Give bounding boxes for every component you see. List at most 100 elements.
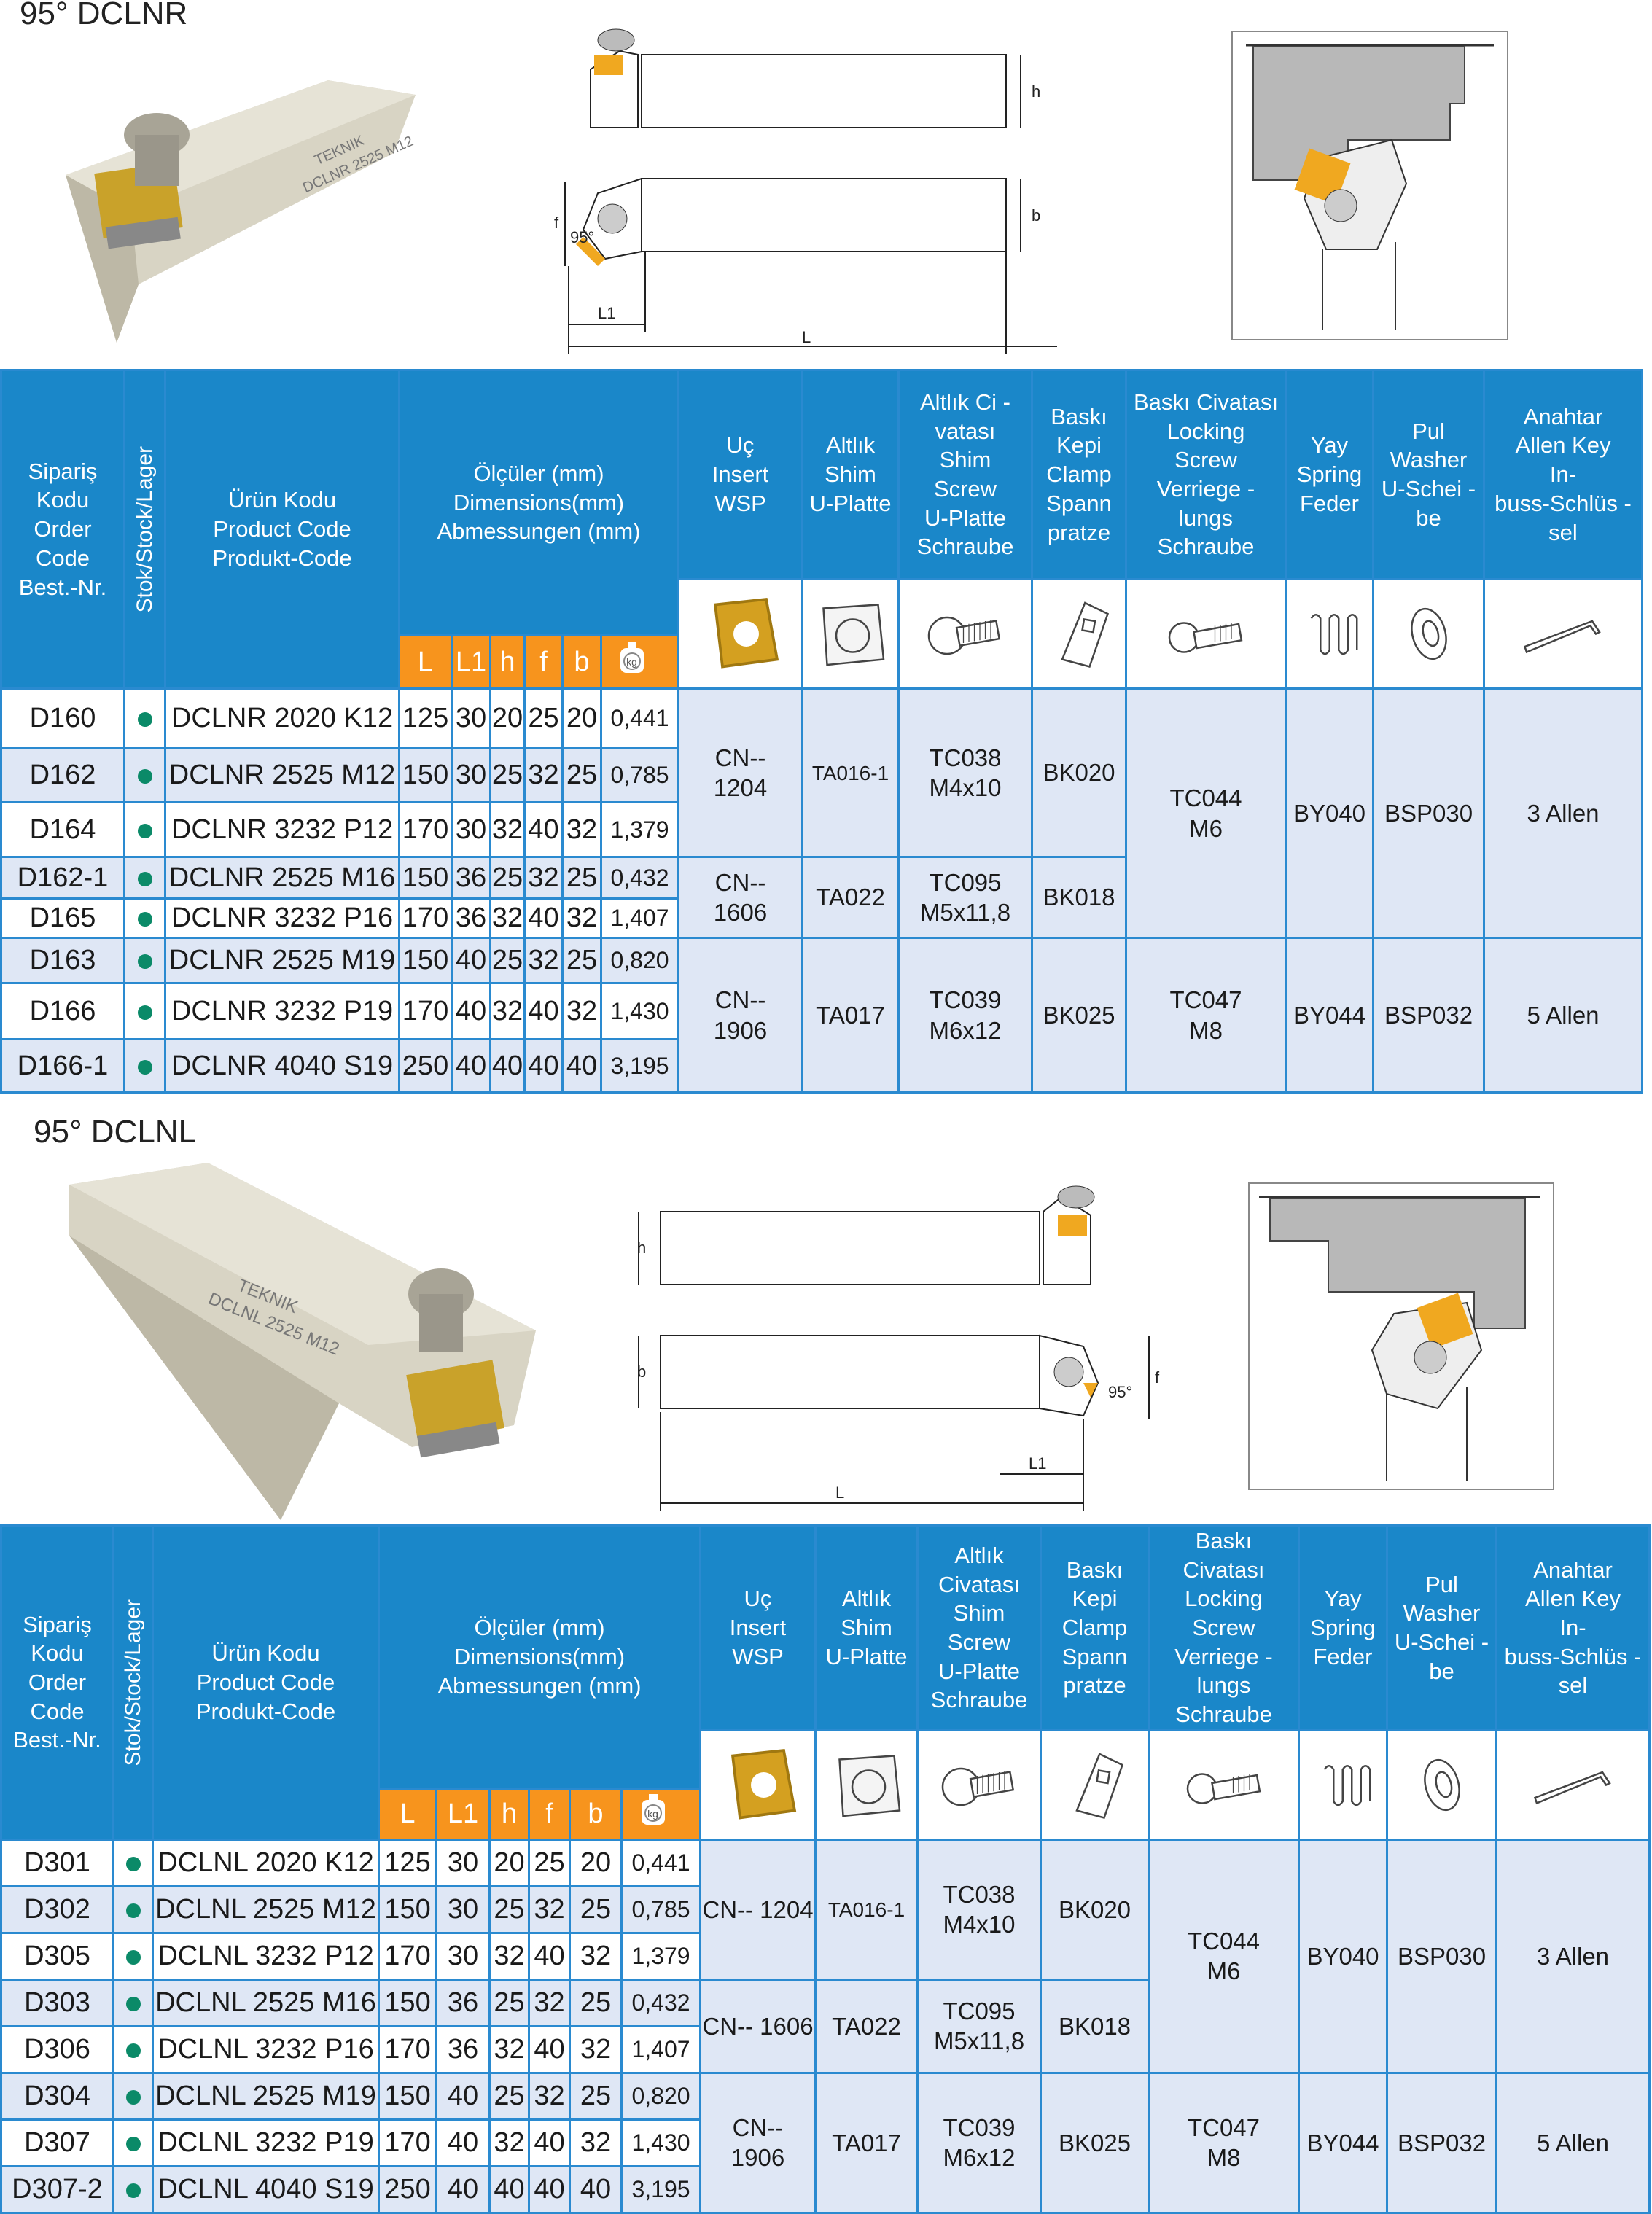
dim-b: 25 [569,1978,623,2027]
dim-col-kg: kg [620,1787,701,1841]
insert-icon [711,1748,806,1823]
dim-h: 32 [488,2024,530,2074]
in-stock-dot-icon [137,871,152,886]
dim-col-h: h [489,634,526,690]
dim-f: 40 [523,1038,564,1094]
dim-label-f: f [554,214,559,232]
spring-code: BY040 [1298,1838,1388,2074]
header-row: Sipariş Kodu Order Code Best.-Nr.Stok/St… [0,1524,1651,1841]
dim-label-angle: 95° [1108,1383,1132,1401]
dim-b: 20 [561,687,602,749]
locking-screw-code: TC044 M6 [1125,687,1287,939]
dim-col-l1: L1 [451,634,491,690]
dim-f: 32 [523,856,564,900]
dim-label-h: h [637,1239,646,1257]
order-code: D160 [0,687,125,749]
dim-f: 40 [528,2118,571,2167]
dim-col-b: b [561,634,602,690]
dim-l: 170 [398,897,453,939]
dim-f: 40 [523,801,564,858]
dim-l1: 30 [435,1931,491,1981]
tool-holder-photo-dclnr: TEKNIK DCLNR 2525 M12 [66,80,416,343]
spring-icon [1288,614,1371,671]
washer-code: BSP032 [1372,937,1485,1094]
dim-f: 40 [523,897,564,939]
dim-label-l1: L1 [1029,1454,1046,1473]
locking-screw-code: TC047 M8 [1125,937,1287,1094]
shim-code: TA016-1 [814,1838,919,1981]
dim-b: 25 [569,2071,623,2121]
dim-b: 25 [561,856,602,900]
product-code: DCLNR 3232 P12 [164,801,400,858]
dim-h: 20 [488,1838,530,1887]
dim-b: 32 [561,982,602,1040]
stock-header: Stok/Stock/Lager [123,369,166,690]
dim-f: 32 [523,937,564,984]
dim-l: 150 [398,856,453,900]
dim-f: 40 [528,1931,571,1981]
order-code: D307 [0,2118,114,2167]
order-code: D301 [0,1838,114,1887]
product-code: DCLNL 4040 S19 [152,2164,380,2214]
order-code: D164 [0,801,125,858]
shim-screw-image-cell [916,1728,1042,1841]
dim-l: 170 [378,1931,437,1981]
product-code-header: Ürün Kodu Product Code Produkt-Code [164,369,400,690]
allen-key-image-cell [1483,578,1643,690]
washer-image-cell [1372,578,1485,690]
shim-screw-header: Altlık Ci - vatası Shim Screw U-Platte S… [897,369,1033,580]
shim-code: TA022 [801,856,900,939]
product-code: DCLNL 2525 M19 [152,2071,380,2121]
dim-kg: 0,441 [620,1838,701,1887]
weight-icon [637,1794,669,1834]
order-code-header: Sipariş Kodu Order Code Best.-Nr. [0,369,125,690]
in-stock-dot-icon [125,1856,141,1871]
shim-screw-icon [918,616,1013,671]
in-stock-dot-icon [137,768,152,784]
dim-label-f: f [1155,1368,1160,1387]
dim-b: 20 [569,1838,623,1887]
dim-l1: 30 [435,1884,491,1934]
in-stock-dot-icon [125,1903,141,1918]
dim-f: 25 [528,1838,571,1887]
dim-l1: 36 [451,897,491,939]
spring-icon [1301,1764,1385,1823]
allen-key-icon [1526,1771,1621,1823]
dim-l: 150 [398,747,453,803]
product-code: DCLNL 3232 P12 [152,1931,380,1981]
washer-code: BSP030 [1372,687,1485,939]
allen-key-code: 5 Allen [1483,937,1643,1094]
spring-image-cell [1285,578,1374,690]
order-code: D162-1 [0,856,125,900]
dim-h: 32 [488,2118,530,2167]
stock-header-label: Stok/Stock/Lager [120,1599,145,1766]
dim-l1: 30 [451,747,491,803]
order-code: D162 [0,747,125,803]
dim-b: 40 [561,1038,602,1094]
locking-screw-header: Baskı Civatası Locking Screw Verriege - … [1148,1524,1300,1731]
order-code: D304 [0,2071,114,2121]
stock-indicator [123,747,166,803]
in-stock-dot-icon [125,1996,141,2011]
dim-kg: 0,820 [620,2071,701,2121]
product-code: DCLNR 2525 M12 [164,747,400,803]
section-title-dclnl: 95° DCLNL [34,1114,197,1150]
clamp-code: BK025 [1040,2071,1150,2214]
stock-header: Stok/Stock/Lager [112,1524,154,1841]
stock-header-label: Stok/Stock/Lager [132,445,157,613]
weight-label: kg [626,656,637,668]
dim-h: 32 [489,801,526,858]
dim-f: 25 [523,687,564,749]
dim-kg: 1,407 [600,897,679,939]
insert-header: Uç Insert WSP [699,1524,817,1731]
product-code: DCLNR 3232 P16 [164,897,400,939]
spring-code: BY040 [1285,687,1374,939]
stock-indicator [112,1931,154,1981]
